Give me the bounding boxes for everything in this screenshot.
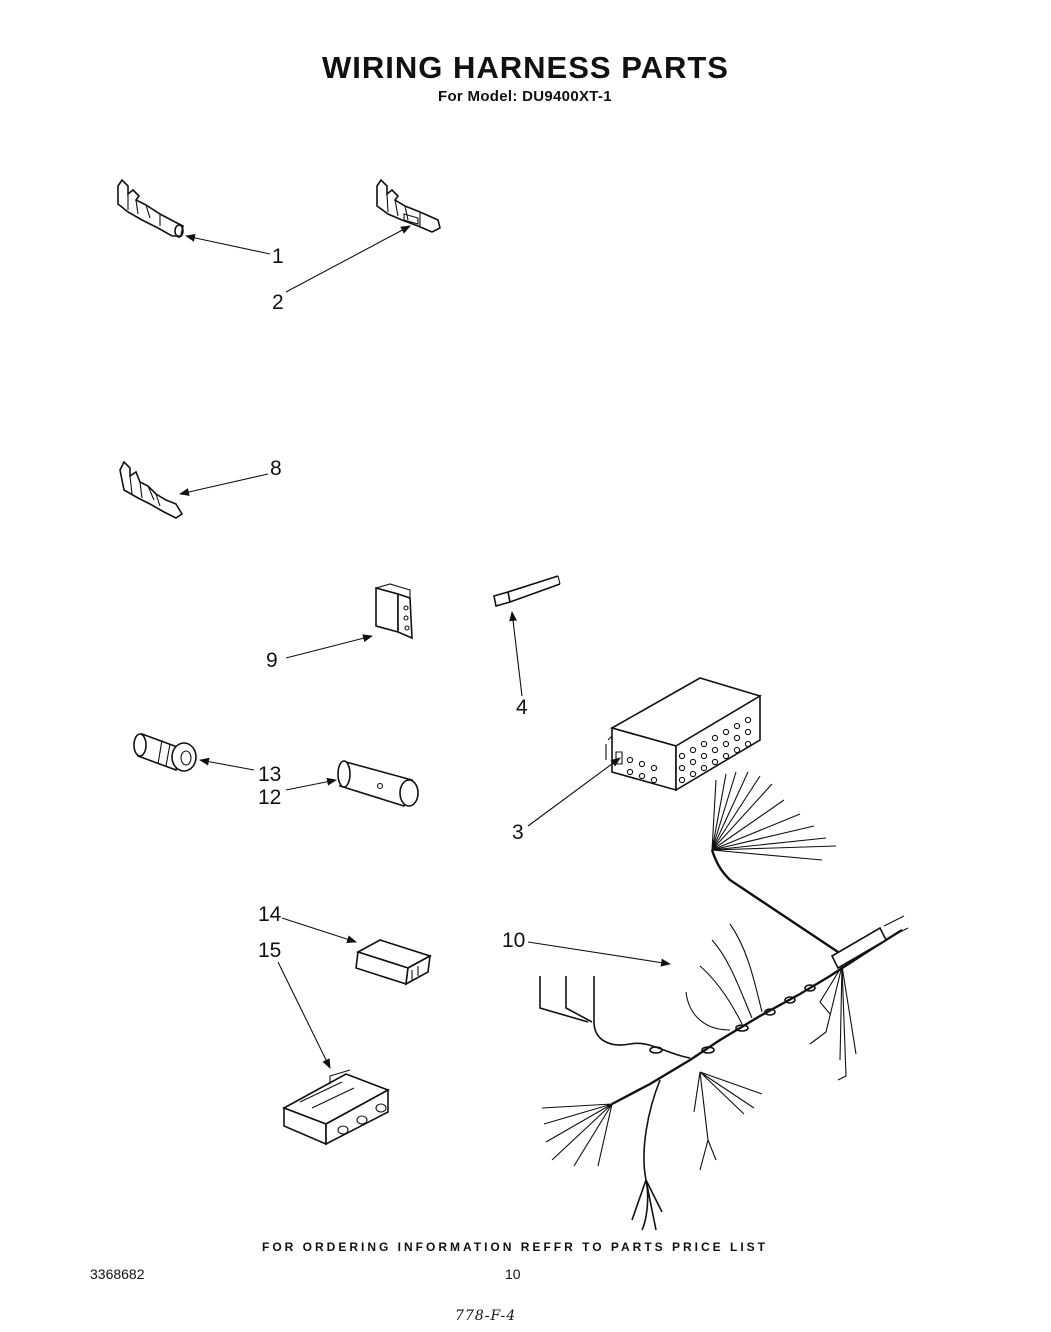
callout-1: 1 <box>272 245 284 268</box>
part-9-connector-housing <box>375 583 413 640</box>
page-number: 10 <box>505 1266 521 1282</box>
part-1-terminal <box>117 178 184 238</box>
callout-9: 9 <box>266 649 278 672</box>
callout-2: 2 <box>272 291 284 314</box>
callout-13: 13 <box>258 763 282 786</box>
part-14-connector <box>355 939 433 986</box>
page-title: WIRING HARNESS PARTS <box>322 50 729 85</box>
callout-10: 10 <box>502 929 526 952</box>
document-number: 3368682 <box>90 1266 145 1282</box>
part-13-grommet <box>133 732 197 772</box>
part-4-pin <box>493 575 561 608</box>
callout-8: 8 <box>270 457 282 480</box>
model-subtitle: For Model: DU9400XT-1 <box>438 88 612 105</box>
handwritten-note: 778-F-4 <box>455 1308 517 1324</box>
part-10-wiring-harness <box>539 771 909 1231</box>
part-12-splice-sleeve <box>337 760 419 808</box>
part-15-connector-housing <box>282 1069 390 1146</box>
callout-4: 4 <box>516 696 528 719</box>
part-8-terminal <box>119 460 184 519</box>
ordering-information-note: FOR ORDERING INFORMATION REFFR TO PARTS … <box>262 1240 768 1254</box>
part-3-terminal-block <box>605 677 762 792</box>
callout-15: 15 <box>258 939 282 962</box>
part-2-terminal <box>376 178 441 233</box>
callout-12: 12 <box>258 786 282 809</box>
callout-3: 3 <box>512 821 524 844</box>
terminal-block-sockets <box>626 716 752 784</box>
callout-14: 14 <box>258 903 282 926</box>
leader-lines <box>179 225 671 1069</box>
